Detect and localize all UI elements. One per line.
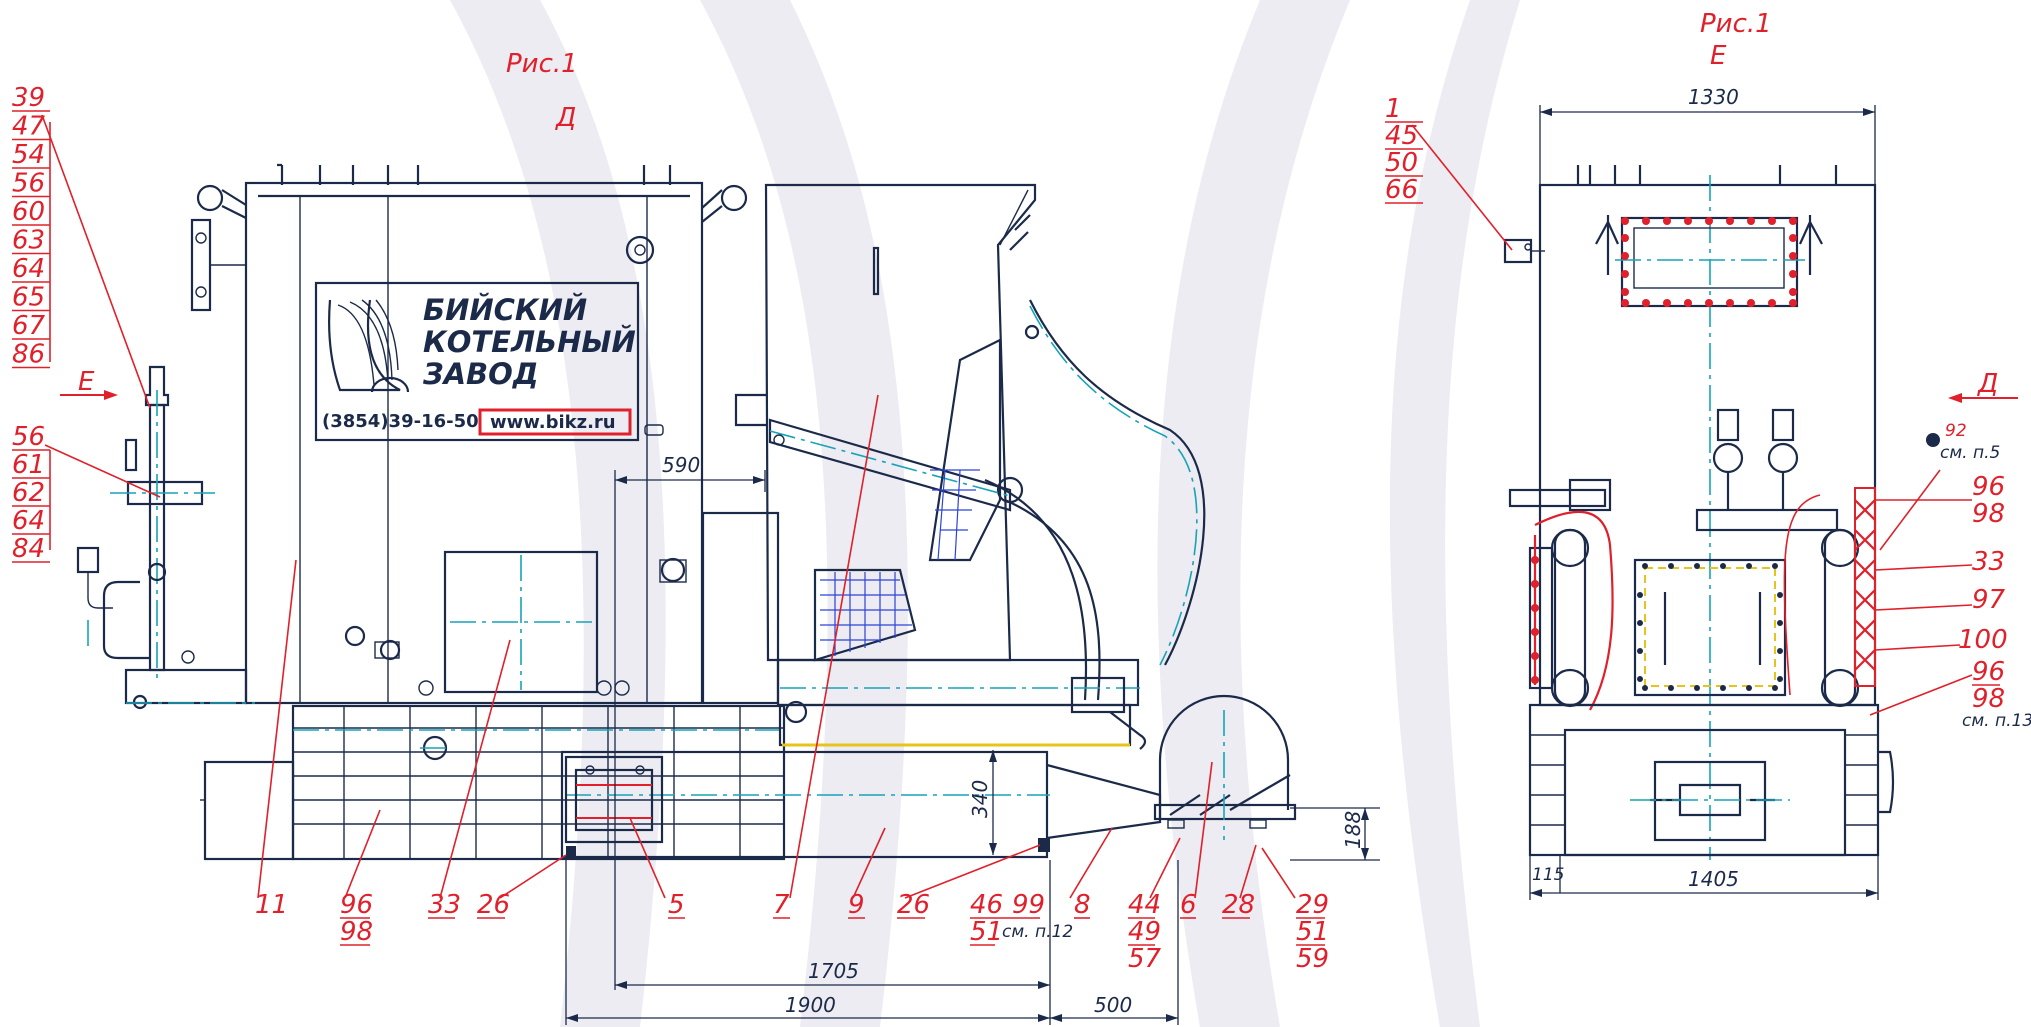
callout-26a: 26 (477, 890, 510, 920)
view-arrow-e-label: Е (78, 367, 95, 397)
dim-188: 188 (1341, 811, 1365, 849)
plate-url-frame (478, 408, 632, 436)
callout-stack1-47: 47 (12, 112, 46, 142)
callout-100-right: 100 (1958, 625, 2008, 655)
callout-stack1-86: 86 (12, 340, 45, 370)
callout-44: 44 (1128, 890, 1161, 920)
note-12: см. п.12 (1002, 922, 1073, 942)
dim-340: 340 (968, 780, 992, 818)
fig-label-right: Рис.1 (1700, 9, 1772, 39)
callout-11: 11 (255, 890, 288, 920)
plate-phone: (3854)39-16-50 (322, 411, 479, 432)
dim-590: 590 (662, 453, 700, 477)
plate-line1: БИЙСКИЙ (423, 293, 587, 327)
dim-1705: 1705 (808, 959, 859, 983)
callout-stack1-60: 60 (12, 197, 45, 227)
hopper (764, 183, 1040, 662)
callout-stack1-39: 39 (12, 83, 45, 113)
callout-9: 9 (848, 890, 865, 920)
callout-stack3-66: 66 (1385, 175, 1418, 205)
callout-stack1-54: 54 (12, 140, 45, 170)
lifting-lug-right (720, 184, 748, 212)
dim-1330: 1330 (1688, 85, 1739, 109)
callout-33: 33 (428, 890, 461, 920)
part-92-icon (1926, 433, 1940, 447)
watermark (450, 0, 1520, 1027)
pipe-assembly (76, 365, 215, 680)
callout-stack2-56: 56 (12, 422, 45, 452)
callout-stack2-64: 64 (12, 506, 45, 536)
callout-96b-right: 96 (1972, 657, 2005, 687)
left-view: БИЙСКИЙ КОТЕЛЬНЫЙ ЗАВОД (3854)39-16-50 w… (76, 163, 1297, 861)
callout-stack3-1: 1 (1385, 94, 1402, 124)
callout-49: 49 (1128, 917, 1161, 947)
note-5: см. п.5 (1940, 443, 2000, 463)
callout-stack1-56: 56 (12, 169, 45, 199)
left-dimensions: 590 340 188 1705 1900 500 (565, 453, 1380, 1025)
callout-51: 51 (970, 917, 1003, 947)
viewing-port (625, 235, 655, 265)
note-13: см. п.13 (1962, 711, 2031, 731)
boiler-casing (244, 181, 704, 705)
callout-98: 98 (340, 917, 373, 947)
callout-99: 99 (1012, 890, 1045, 920)
callout-98-right: 98 (1972, 499, 2005, 529)
callout-stack1-65: 65 (12, 283, 45, 313)
callout-33-right: 33 (1972, 547, 2005, 577)
plate-line2: КОТЕЛЬНЫЙ (423, 325, 636, 359)
fig-label-left: Рис.1 (506, 49, 578, 79)
callout-59: 59 (1296, 944, 1329, 974)
view-label-e: Е (1710, 41, 1727, 71)
plate-url: www.bikz.ru (490, 412, 616, 433)
callout-stack3-50: 50 (1385, 148, 1418, 178)
dim-1900: 1900 (785, 993, 836, 1017)
callout-46: 46 (970, 890, 1003, 920)
callout-96-right: 96 (1972, 472, 2005, 502)
dim-1405: 1405 (1688, 867, 1739, 891)
callout-stack1-64: 64 (12, 254, 45, 284)
right-dimensions: 1330 1405 115 (1529, 85, 1879, 900)
callout-26b: 26 (897, 890, 930, 920)
callout-28: 28 (1222, 890, 1255, 920)
callout-5: 5 (668, 890, 685, 920)
dim-115: 115 (1532, 865, 1564, 885)
callout-97-right: 97 (1972, 585, 2006, 615)
cleanout-door (443, 550, 599, 694)
right-view (1503, 165, 1895, 860)
callout-stack2-84: 84 (12, 534, 45, 564)
name-plate (314, 281, 640, 442)
callout-98b-right: 98 (1972, 684, 2005, 714)
callout-stack2-62: 62 (12, 478, 45, 508)
base-block (291, 704, 786, 861)
callout-7: 7 (773, 890, 790, 920)
callout-96: 96 (340, 890, 373, 920)
callout-stack1-67: 67 (12, 311, 46, 341)
lifting-lug-left (196, 184, 224, 212)
callout-stack2-61: 61 (12, 450, 45, 480)
view-arrow-d-label: Д (1977, 369, 1998, 399)
view-label-d: Д (555, 103, 576, 133)
callout-92: 92 (1945, 421, 1967, 441)
auger-channel (560, 750, 1049, 859)
flex-hose (1029, 299, 1206, 666)
callout-51b: 51 (1296, 917, 1329, 947)
callout-29: 29 (1296, 890, 1329, 920)
callout-8: 8 (1074, 890, 1091, 920)
plant-logo (328, 299, 410, 393)
callout-57: 57 (1128, 944, 1162, 974)
plate-line3: ЗАВОД (422, 357, 539, 391)
dim-500: 500 (1094, 993, 1132, 1017)
ash-bin (1158, 694, 1290, 820)
callout-stack1-63: 63 (12, 226, 45, 256)
callout-6: 6 (1180, 890, 1197, 920)
